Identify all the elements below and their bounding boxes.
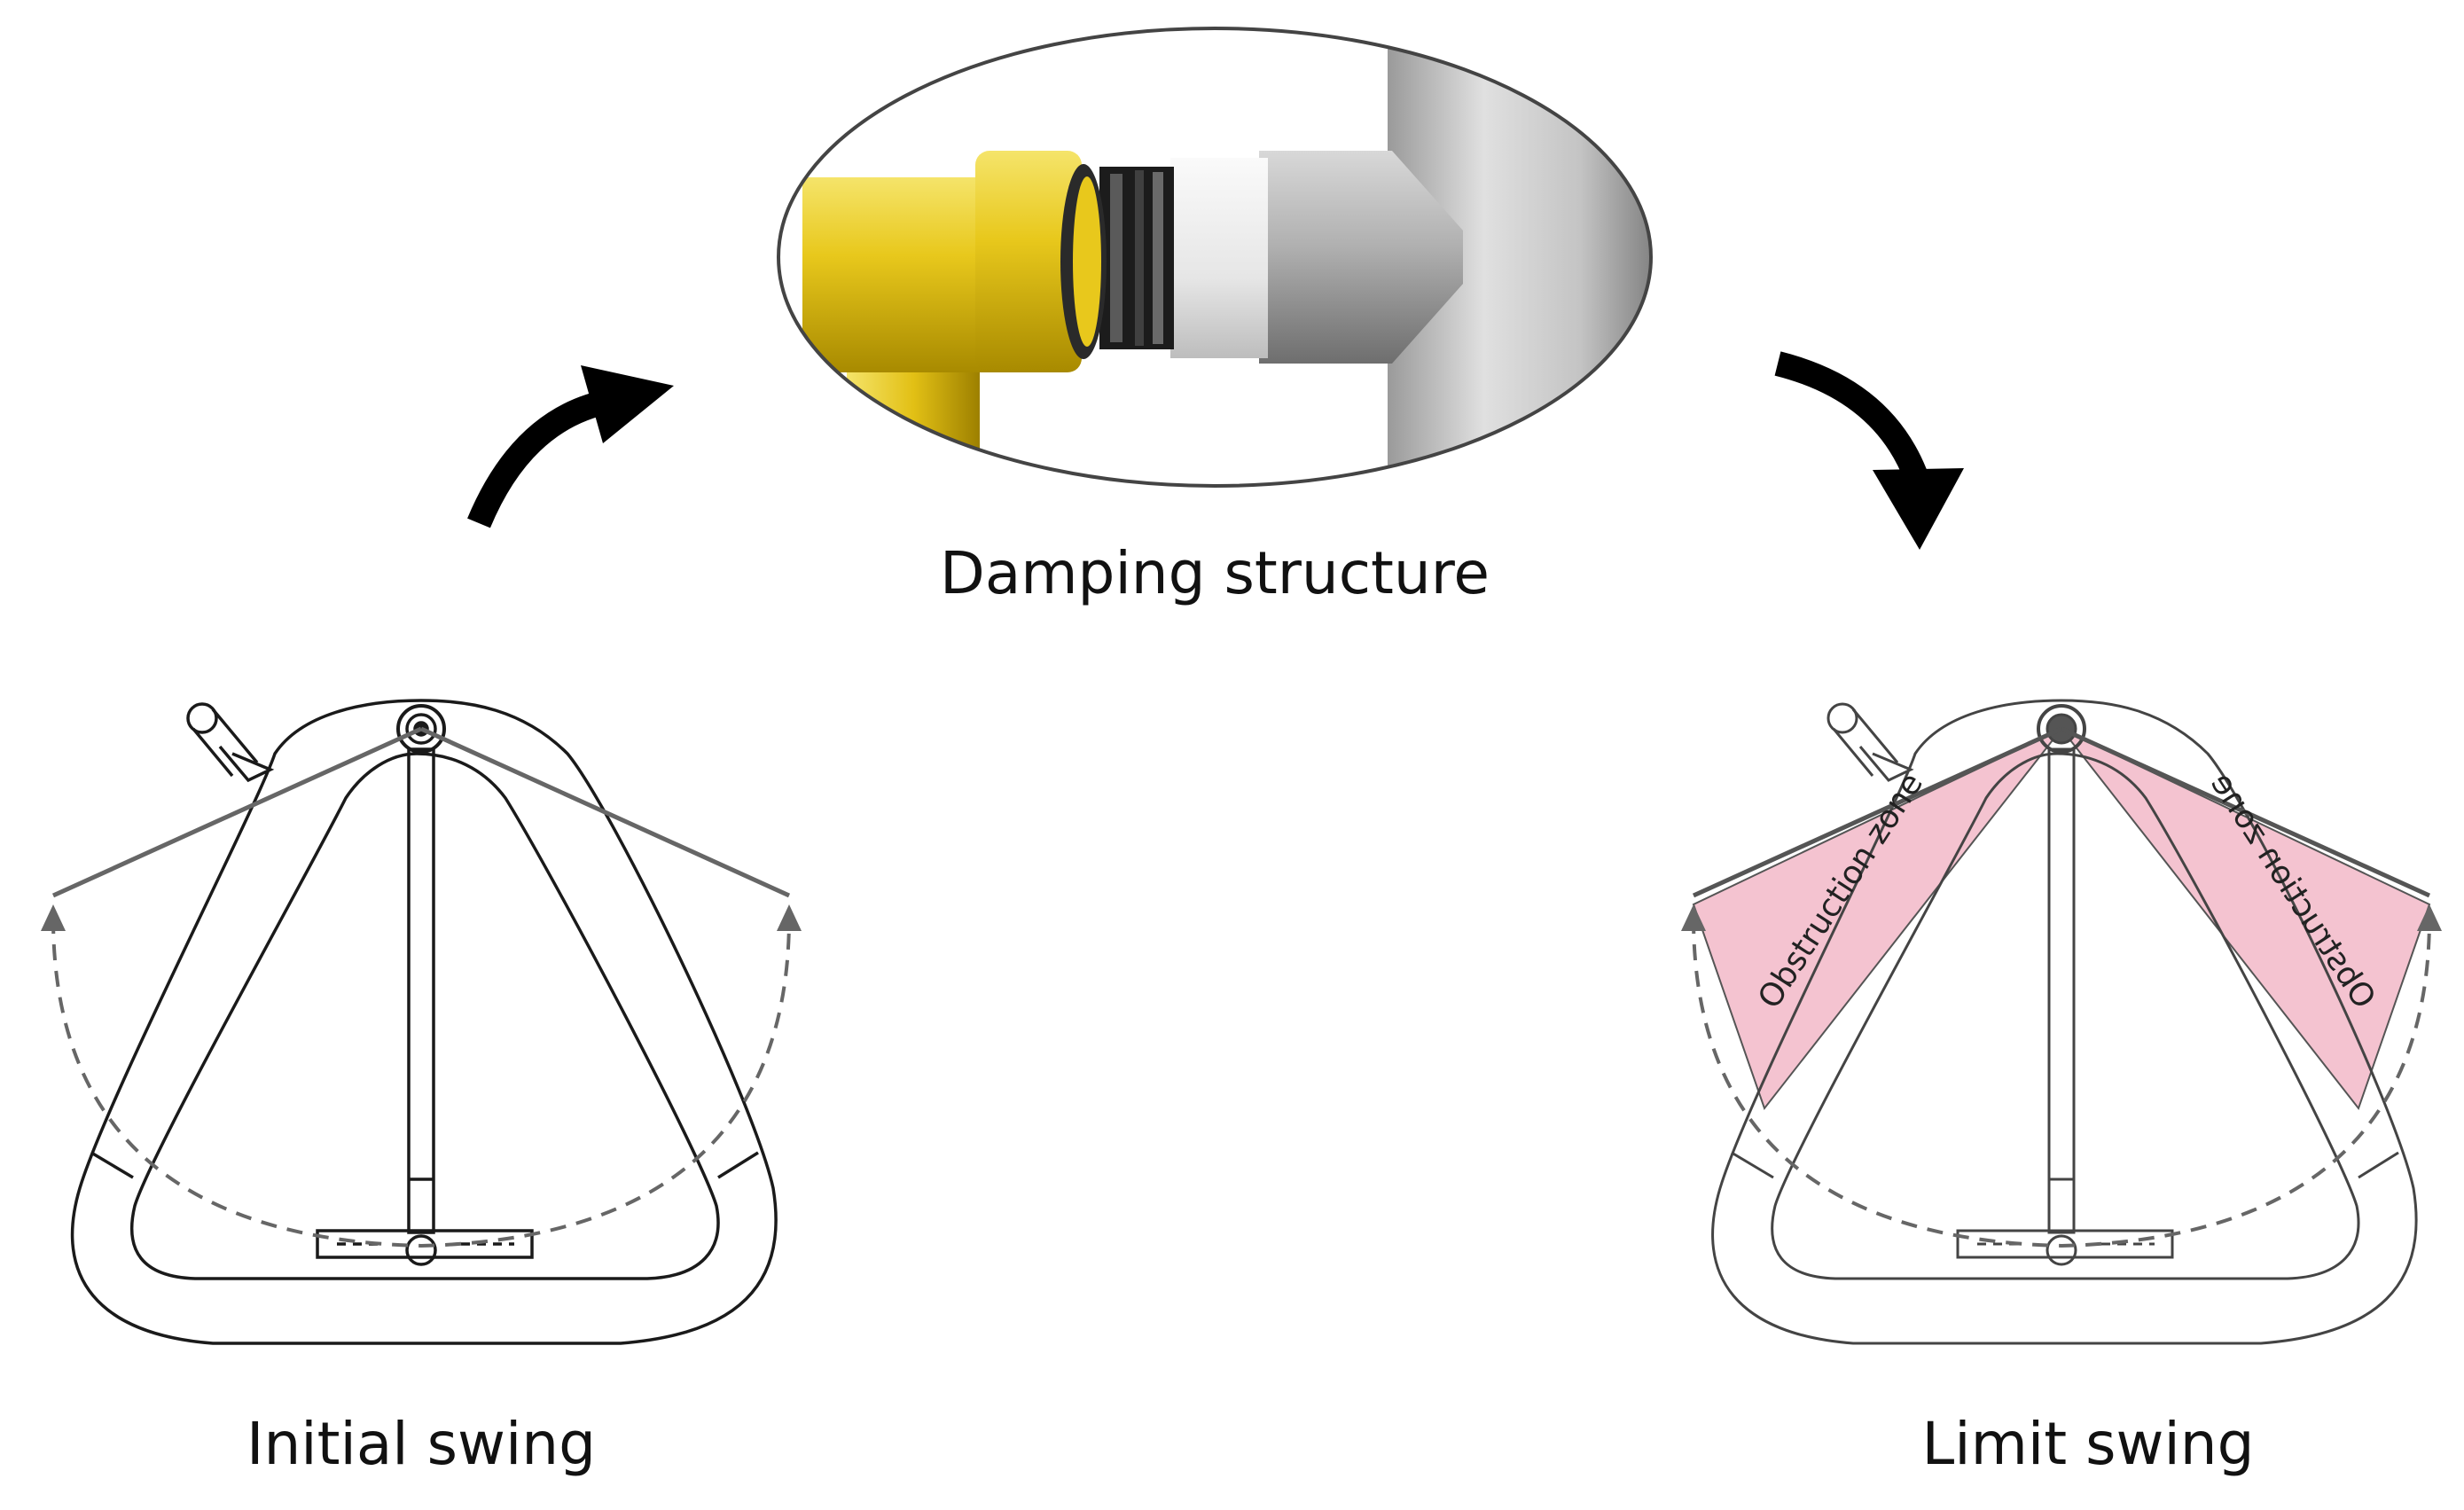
obstruction-zone-right [2061, 728, 2431, 1111]
obstruction-zones [1692, 728, 2431, 1111]
caption-initial-swing: Initial swing [246, 1410, 597, 1478]
yellow-flange [975, 151, 1082, 372]
caption-damping-structure: Damping structure [939, 539, 1490, 607]
white-bushing [1170, 158, 1268, 358]
yellow-arm [802, 177, 993, 372]
bearing-ring [1099, 167, 1174, 349]
limit-swing-frame [1711, 699, 2418, 1345]
initial-swing-frame [70, 699, 778, 1345]
arrow-right-curved [1774, 351, 1964, 550]
obstruction-zone-left [1692, 728, 2062, 1111]
arrow-left-curved [467, 365, 674, 528]
caption-limit-swing: Limit swing [1921, 1410, 2255, 1478]
initial-swing-limits [41, 726, 802, 1248]
detail-oval-outline [777, 27, 1653, 488]
limit-swing-limits [1681, 726, 2442, 1248]
gray-collar [1259, 151, 1463, 364]
damping-structure-detail [777, 27, 1653, 488]
